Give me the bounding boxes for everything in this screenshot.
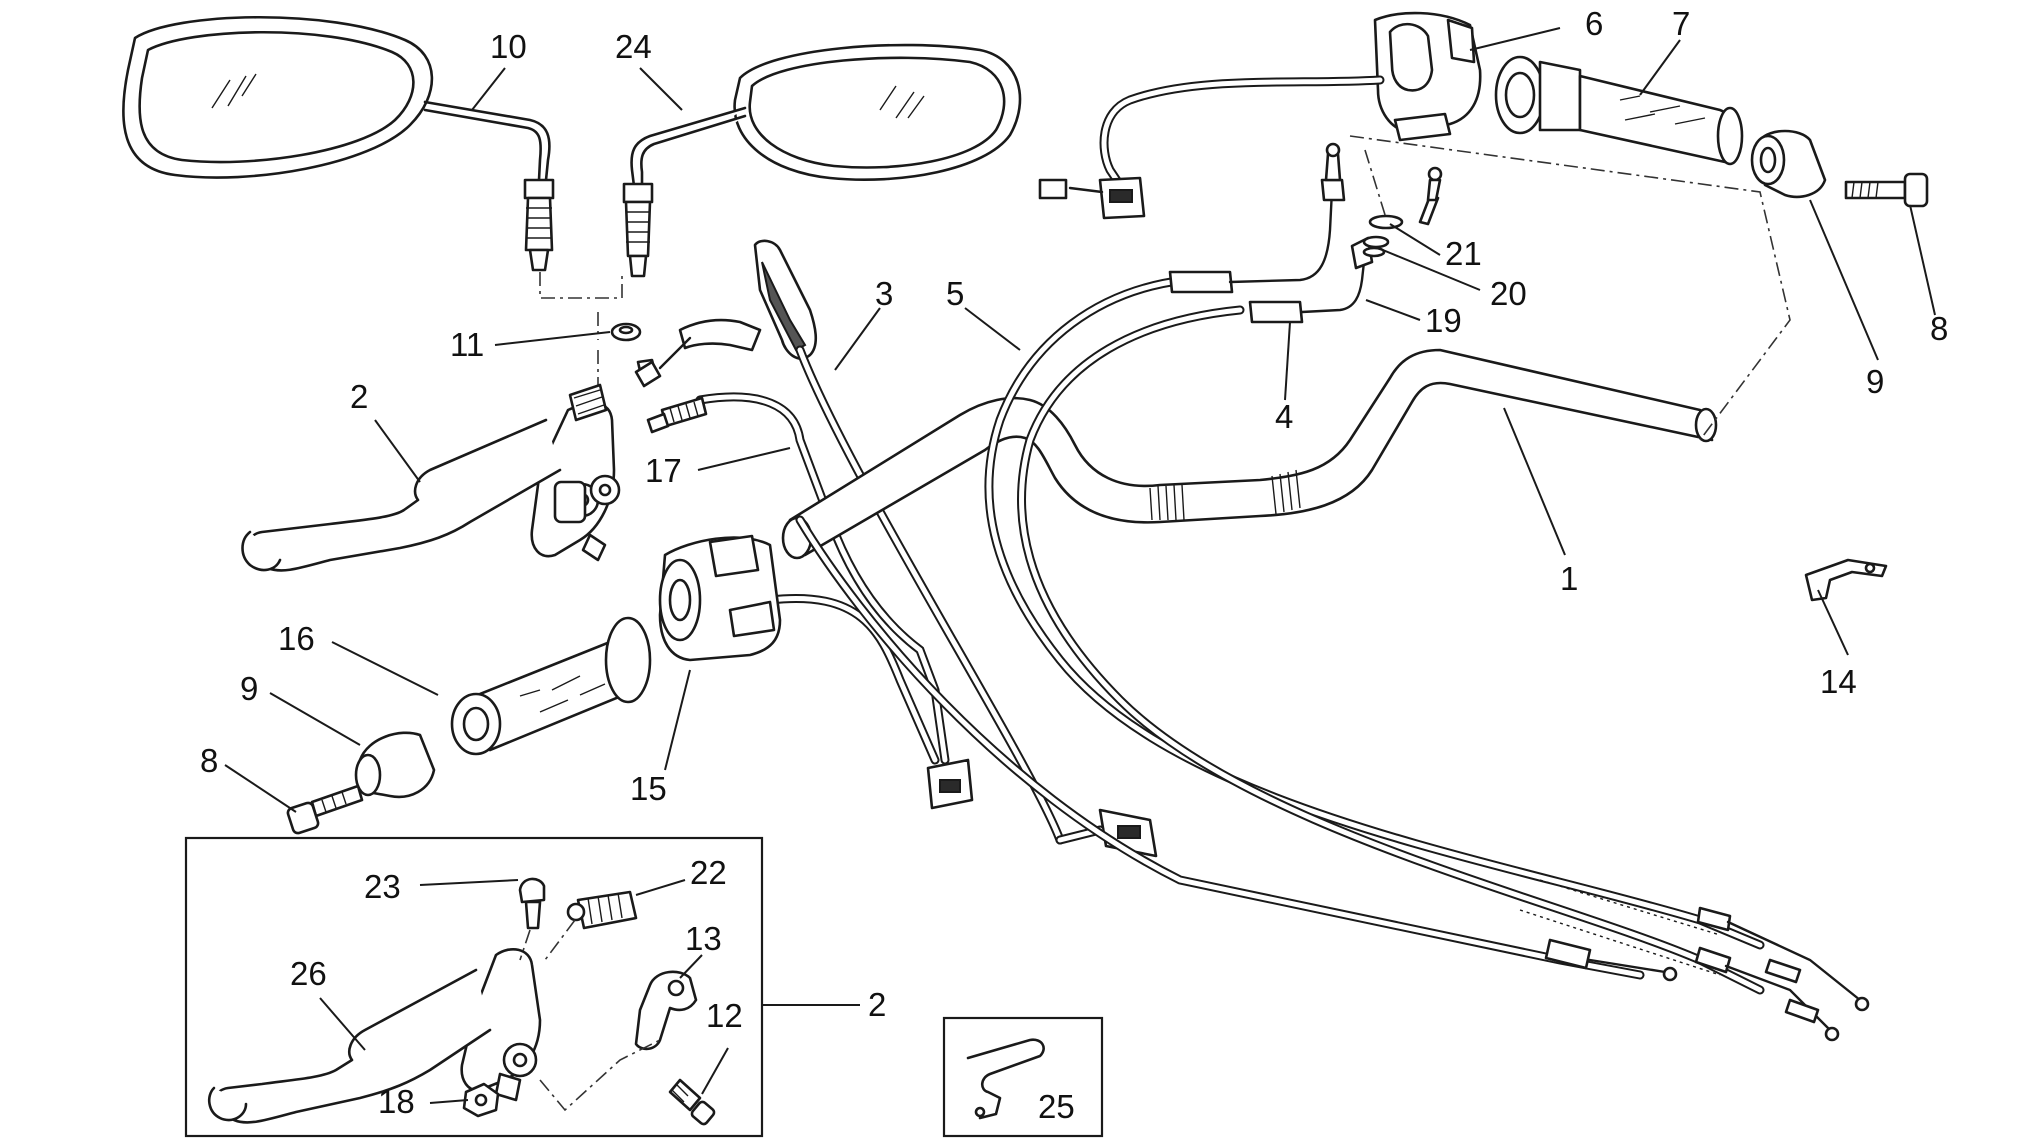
right-mirror <box>622 43 1022 278</box>
callout-24: 24 <box>615 28 652 65</box>
right-switch-6 <box>1038 11 1482 220</box>
callout-23: 23 <box>364 868 401 905</box>
callout-12: 12 <box>706 997 743 1034</box>
callout-2-box: 2 <box>868 986 886 1023</box>
callout-18: 18 <box>378 1083 415 1120</box>
callout-5: 5 <box>946 275 964 312</box>
bracket-14 <box>1804 558 1888 602</box>
callout-4: 4 <box>1275 398 1293 435</box>
left-lever-assembly <box>241 383 621 572</box>
callout-21: 21 <box>1445 235 1482 272</box>
left-grip-16 <box>450 616 652 756</box>
callout-labels: 10 24 6 7 3 5 21 20 19 8 9 11 2 17 4 1 1… <box>200 5 1948 1125</box>
callout-9-right: 9 <box>1866 363 1884 400</box>
callout-3: 3 <box>875 275 893 312</box>
throttle-cables <box>984 142 1870 1042</box>
callout-13: 13 <box>685 920 722 957</box>
callout-25: 25 <box>1038 1088 1075 1125</box>
callout-15: 15 <box>630 770 667 807</box>
callout-10: 10 <box>490 28 527 65</box>
bar-end-9-right <box>1750 129 1827 199</box>
callout-11: 11 <box>450 326 484 363</box>
callout-9-left: 9 <box>240 670 258 707</box>
callout-19: 19 <box>1425 302 1462 339</box>
throttle-hardware-19-21 <box>1362 166 1443 258</box>
handlebar-1 <box>781 348 1718 560</box>
cable-3 <box>634 239 1065 845</box>
callout-1: 1 <box>1560 560 1578 597</box>
callout-20: 20 <box>1490 275 1527 312</box>
callout-26: 26 <box>290 955 327 992</box>
callout-22: 22 <box>690 854 727 891</box>
lever-detail-box <box>184 836 764 1138</box>
callout-2-top: 2 <box>350 378 368 415</box>
screw-8-right <box>1844 172 1929 208</box>
callout-8-right: 8 <box>1930 310 1948 347</box>
callout-7: 7 <box>1672 5 1690 42</box>
bar-end-9-left <box>354 731 436 799</box>
left-mirror <box>122 15 555 272</box>
callout-14: 14 <box>1820 663 1857 700</box>
callout-6: 6 <box>1585 5 1603 42</box>
wire-harness <box>765 515 1678 982</box>
part-25-box <box>942 1016 1104 1138</box>
throttle-grip-7 <box>1494 55 1744 166</box>
callout-17: 17 <box>645 452 682 489</box>
left-switch-15 <box>658 534 782 662</box>
callout-8-left: 8 <box>200 742 218 779</box>
leader-lines <box>224 27 1936 1104</box>
callout-16: 16 <box>278 620 315 657</box>
screw-8-left <box>286 784 364 835</box>
